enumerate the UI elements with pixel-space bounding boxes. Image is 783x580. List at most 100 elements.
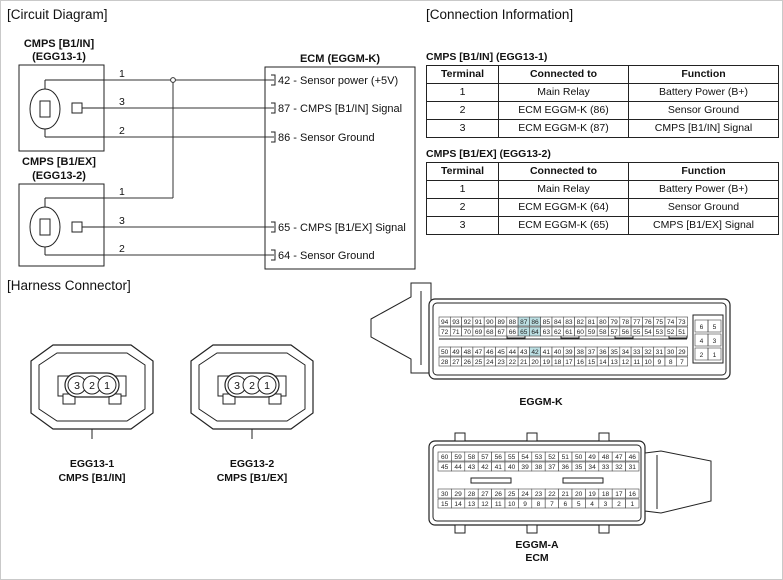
terminal-number: 8	[669, 359, 673, 366]
terminal-number: 88	[509, 319, 517, 326]
terminal-number: 63	[543, 329, 551, 336]
terminal-number: 60	[441, 454, 449, 461]
terminal-number: 36	[599, 349, 607, 356]
terminal-cell	[625, 498, 640, 509]
terminal-number: 28	[468, 491, 476, 498]
egg13-1-label: EGG13-1	[70, 458, 115, 470]
terminal-number: 46	[629, 454, 637, 461]
terminal-number: 22	[509, 359, 517, 366]
terminal-number: 9	[658, 359, 662, 366]
terminal-number: 13	[610, 359, 618, 366]
terminal-number: 48	[602, 454, 610, 461]
sensor-1-code: (EGG13-1)	[32, 51, 86, 63]
connection-information: CMPS [B1/IN] (EGG13-1) Terminal Connecte…	[426, 49, 779, 235]
terminal-number: 34	[588, 464, 596, 471]
sensor-2-box	[18, 183, 105, 267]
terminal-number: 16	[629, 491, 637, 498]
egg13-1-pin-2: 2	[89, 380, 95, 392]
terminal-number: 6	[563, 501, 567, 508]
terminal-number: 16	[577, 359, 585, 366]
terminal-number: 58	[468, 454, 476, 461]
egg13-1-sublabel: CMPS [B1/IN]	[58, 472, 125, 484]
header-terminal: Terminal	[426, 65, 499, 84]
terminal-cell	[625, 451, 640, 462]
terminal-number: 40	[508, 464, 516, 471]
connected-to-cell: ECM EGGM-K (87)	[498, 119, 629, 138]
terminal-number: 40	[554, 349, 562, 356]
terminal-number: 54	[644, 329, 652, 336]
terminal-number: 57	[610, 329, 618, 336]
header-connected-to: Connected to	[498, 162, 629, 181]
egg13-2-pin-1: 1	[264, 380, 270, 392]
terminal-number: 49	[588, 454, 596, 461]
sensor-2-pin-2: 2	[119, 243, 125, 255]
terminal-number: 80	[599, 319, 607, 326]
terminal-number: 20	[531, 359, 539, 366]
terminal-number: 75	[656, 319, 664, 326]
terminal-number: 72	[441, 329, 449, 336]
terminal-number: 7	[550, 501, 554, 508]
harness-egg13-1: 3 2 1 EGG13-1 CMPS [B1/IN]	[30, 344, 154, 484]
function-cell: CMPS [B1/EX] Signal	[628, 216, 779, 235]
egg13-2-label: EGG13-2	[230, 458, 275, 470]
function-cell: Sensor Ground	[628, 101, 779, 120]
terminal-number: 26	[464, 359, 472, 366]
terminal-number: 41	[495, 464, 503, 471]
terminal-number: 23	[497, 359, 505, 366]
terminal-cell	[675, 346, 688, 357]
ecm-block: ECM (EGGM-K) 42 - Sensor power (+5V) 87 …	[264, 53, 416, 270]
sensor-2-name: CMPS [B1/EX]	[22, 156, 96, 168]
sensor-2-pin-3: 3	[119, 215, 125, 227]
terminal-number: 30	[441, 491, 449, 498]
function-cell: Sensor Ground	[628, 198, 779, 217]
terminal-number: 45	[497, 349, 505, 356]
sensor-2-pin-1: 1	[119, 186, 125, 198]
sensor-1: CMPS [B1/IN] (EGG13-1) 1 3 2	[18, 38, 125, 152]
terminal-number: 36	[562, 464, 570, 471]
terminal-number: 43	[520, 349, 528, 356]
table-row: 3 ECM EGGM-K (87) CMPS [B1/IN] Signal	[426, 119, 779, 138]
terminal-number: 12	[622, 359, 630, 366]
terminal-number: 78	[622, 319, 630, 326]
table-row: 2 ECM EGGM-K (86) Sensor Ground	[426, 101, 779, 120]
ecm-pin-87: 87 - CMPS [B1/IN] Signal	[278, 103, 402, 115]
terminal-cell: 3	[426, 216, 499, 235]
terminal-number: 55	[508, 454, 516, 461]
terminal-cell	[675, 326, 688, 337]
terminal-number: 46	[486, 349, 494, 356]
terminal-cell	[707, 347, 722, 361]
terminal-number: 15	[588, 359, 596, 366]
sensor-1-symbol	[29, 79, 104, 138]
terminal-number: 17	[565, 359, 573, 366]
terminal-number: 24	[521, 491, 529, 498]
terminal-number: 27	[452, 359, 460, 366]
connection-table-2: Terminal Connected to Function 1 Main Re…	[426, 162, 779, 235]
terminal-number: 25	[475, 359, 483, 366]
terminal-number: 39	[521, 464, 529, 471]
terminal-number: 56	[495, 454, 503, 461]
table-row: 2 ECM EGGM-K (64) Sensor Ground	[426, 198, 779, 217]
terminal-number: 8	[537, 501, 541, 508]
eggm-a-label: EGGM-A	[515, 539, 559, 551]
terminal-number: 74	[667, 319, 675, 326]
terminal-number: 44	[454, 464, 462, 471]
terminal-cell	[625, 488, 640, 499]
ecm-pin-42: 42 - Sensor power (+5V)	[278, 75, 398, 87]
terminal-number: 92	[464, 319, 472, 326]
terminal-number: 32	[615, 464, 623, 471]
terminal-number: 77	[633, 319, 641, 326]
function-cell: CMPS [B1/IN] Signal	[628, 119, 779, 138]
terminal-number: 35	[575, 464, 583, 471]
terminal-cell: 1	[426, 180, 499, 199]
terminal-number: 61	[565, 329, 573, 336]
terminal-number: 89	[497, 319, 505, 326]
terminal-number: 35	[610, 349, 618, 356]
harness-connector-title: [Harness Connector]	[7, 278, 131, 293]
terminal-number: 51	[562, 454, 570, 461]
egg13-1-pin-1: 1	[104, 380, 110, 392]
terminal-number: 7	[680, 359, 684, 366]
table-1-title: CMPS [B1/IN] (EGG13-1)	[426, 51, 548, 63]
terminal-number: 22	[548, 491, 556, 498]
